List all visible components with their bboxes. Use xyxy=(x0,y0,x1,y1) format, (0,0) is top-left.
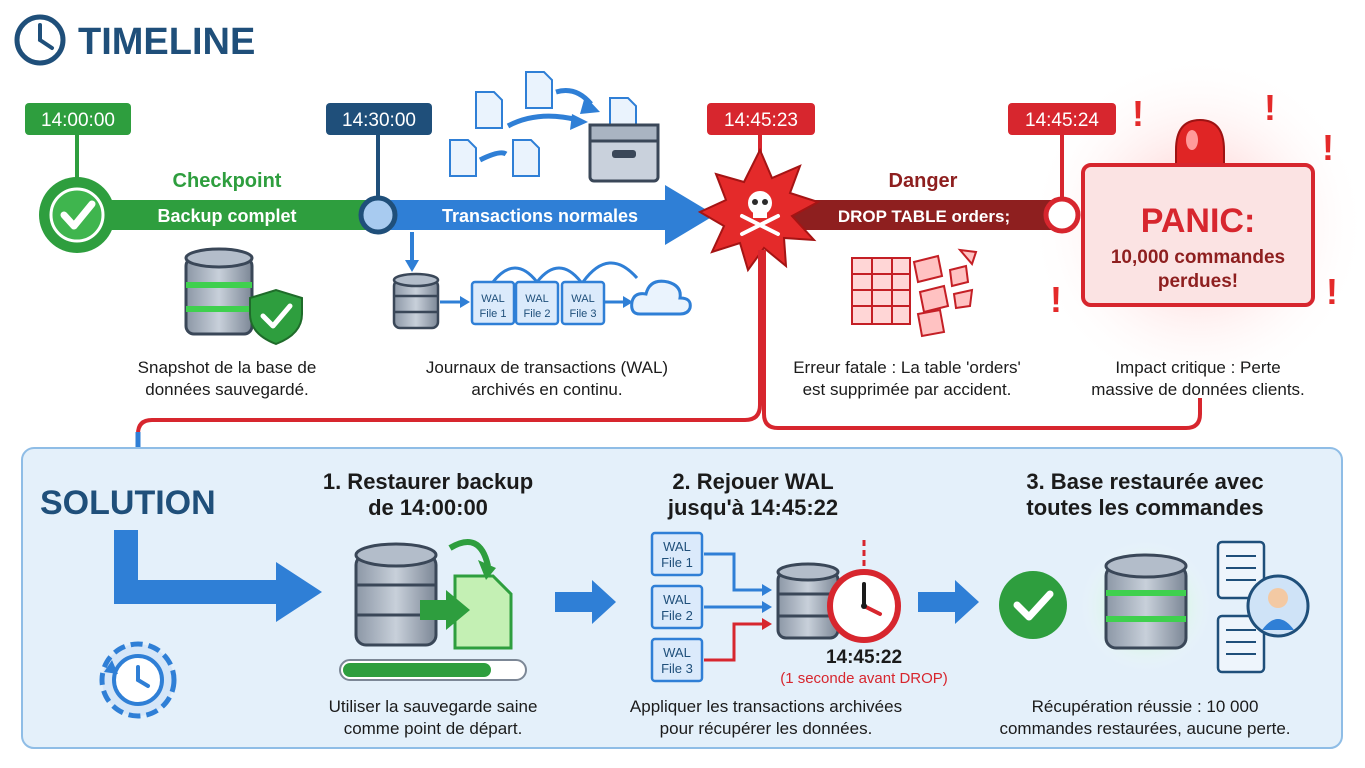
user-avatar-icon xyxy=(1246,574,1310,638)
step1-caption-2: comme point de départ. xyxy=(344,719,523,738)
svg-text:File 1: File 1 xyxy=(480,308,507,320)
svg-text:WAL: WAL xyxy=(663,645,691,660)
arrow-right-icon xyxy=(918,580,979,624)
panic-card xyxy=(1081,163,1315,307)
svg-text:!: ! xyxy=(1132,93,1144,134)
gear-history-icon xyxy=(99,641,177,719)
alarm-clock-icon xyxy=(827,569,901,643)
database-shield-icon xyxy=(184,247,303,346)
skull-icon xyxy=(697,147,821,273)
svg-text:File 1: File 1 xyxy=(661,555,693,570)
database-success-icon xyxy=(1080,540,1212,672)
step1-title-2: de 14:00:00 xyxy=(368,495,488,520)
svg-text:File 2: File 2 xyxy=(524,308,551,320)
checkmark-icon xyxy=(39,177,115,253)
archive-box-icon xyxy=(588,123,660,183)
wal-file-3: WAL File 3 xyxy=(560,280,606,326)
svg-text:14:00:00: 14:00:00 xyxy=(41,110,115,131)
step2-caption-2: pour récupérer les données. xyxy=(660,719,873,738)
caption-error-2: est supprimée par accident. xyxy=(803,380,1012,399)
label-drop-command: DROP TABLE orders; xyxy=(838,207,1010,226)
wal-file-1: WAL File 1 xyxy=(470,280,516,326)
svg-text:WAL: WAL xyxy=(481,293,504,305)
segment-normal-arrow xyxy=(665,185,715,245)
caption-wal-1: Journaux de transactions (WAL) xyxy=(426,358,668,377)
svg-text:WAL: WAL xyxy=(525,293,548,305)
panic-line-1: 10,000 commandes xyxy=(1111,247,1285,268)
database-restore-icon xyxy=(354,539,513,650)
segment-danger xyxy=(790,200,1070,230)
checkmark-icon xyxy=(999,571,1067,639)
svg-text:!: ! xyxy=(1322,127,1334,168)
svg-text:14:45:24: 14:45:24 xyxy=(1025,110,1099,131)
step3-title-1: 3. Base restaurée avec xyxy=(1026,469,1263,494)
svg-text:!: ! xyxy=(1264,87,1276,128)
svg-text:File 3: File 3 xyxy=(570,308,597,320)
timestamp-1400: 14:00:00 xyxy=(25,103,131,135)
timestamp-144523: 14:45:23 xyxy=(707,103,815,135)
wal-file-2: WAL File 2 xyxy=(514,280,560,326)
svg-text:!: ! xyxy=(1050,279,1062,320)
node-144524 xyxy=(1043,196,1081,234)
step2-title-2: jusqu'à 14:45:22 xyxy=(667,495,838,520)
step2-title-1: 2. Rejouer WAL xyxy=(672,469,833,494)
svg-text:WAL: WAL xyxy=(663,539,691,554)
segment-normal xyxy=(380,200,670,230)
label-checkpoint: Checkpoint xyxy=(173,170,282,192)
customer-records-icon xyxy=(1216,540,1266,674)
step3-caption-1: Récupération réussie : 10 000 xyxy=(1032,697,1259,716)
panic-line-2: perdues! xyxy=(1158,271,1238,292)
solution-title: SOLUTION xyxy=(40,484,216,522)
svg-text:14:45:23: 14:45:23 xyxy=(724,110,798,131)
svg-text:WAL: WAL xyxy=(571,293,594,305)
caption-impact-2: massive de données clients. xyxy=(1091,380,1305,399)
step2-note: (1 seconde avant DROP) xyxy=(780,670,948,687)
svg-text:File 2: File 2 xyxy=(661,608,693,623)
timestamp-144524: 14:45:24 xyxy=(1008,103,1116,135)
step2-caption-1: Appliquer les transactions archivées xyxy=(630,697,902,716)
database-replay-icon xyxy=(776,562,840,640)
panic-title: PANIC: xyxy=(1141,202,1256,240)
clock-icon xyxy=(14,14,66,66)
svg-text:!: ! xyxy=(1326,271,1338,312)
step3-caption-2: commandes restaurées, aucune perte. xyxy=(999,719,1290,738)
step1-caption-1: Utiliser la sauvegarde saine xyxy=(329,697,538,716)
restore-progress-bar xyxy=(339,659,527,681)
exclamation-icons: ! ! ! ! ! xyxy=(1050,87,1338,320)
label-danger: Danger xyxy=(889,170,958,192)
svg-text:WAL: WAL xyxy=(663,592,691,607)
caption-snapshot-2: données sauvegardé. xyxy=(145,380,309,399)
caption-impact-1: Impact critique : Perte xyxy=(1115,358,1280,377)
step3-title-2: toutes les commandes xyxy=(1026,495,1263,520)
broken-table-icon xyxy=(851,248,978,338)
wal-stack: WAL File 1 WAL File 2 WAL File 3 xyxy=(650,531,704,683)
segment-backup xyxy=(80,200,380,230)
caption-wal-2: archivés en continu. xyxy=(471,380,622,399)
elbow-arrow-icon xyxy=(114,530,280,604)
step2-time: 14:45:22 xyxy=(826,647,902,668)
arrow-right-icon xyxy=(555,580,616,624)
step1-title-1: 1. Restaurer backup xyxy=(323,469,533,494)
timestamp-1430: 14:30:00 xyxy=(326,103,432,135)
label-normal-transactions: Transactions normales xyxy=(442,206,638,226)
svg-text:14:30:00: 14:30:00 xyxy=(342,110,416,131)
caption-snapshot-1: Snapshot de la base de xyxy=(138,358,317,377)
node-1430 xyxy=(358,195,398,235)
connector-to-solution xyxy=(136,250,762,450)
page-title: TIMELINE xyxy=(78,21,255,63)
caption-error-1: Erreur fatale : La table 'orders' xyxy=(793,358,1021,377)
database-icon xyxy=(392,272,440,330)
cloud-icon xyxy=(630,279,692,316)
svg-text:File 3: File 3 xyxy=(661,661,693,676)
label-backup-complete: Backup complet xyxy=(157,206,296,226)
